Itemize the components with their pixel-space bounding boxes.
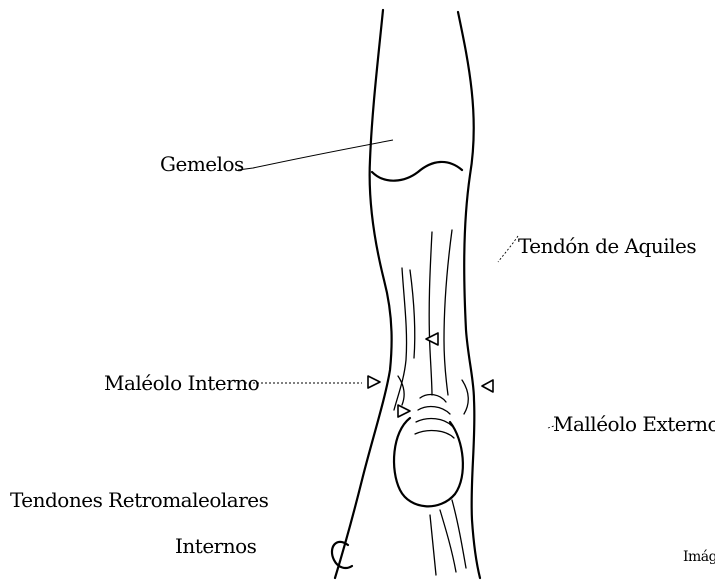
- label-tendones-retromaleolares: Tendones Retromaleolares: [10, 490, 268, 510]
- heel-outline: [394, 418, 463, 506]
- ankle-detail-line: [462, 380, 468, 414]
- calf-muscle-line: [372, 162, 462, 181]
- leg-outline-right: [458, 12, 480, 578]
- sole-line: [430, 515, 436, 575]
- achilles-tendon-line: [429, 232, 432, 395]
- marker-maleolo-externo: [482, 380, 493, 392]
- label-gemelos: Gemelos: [160, 154, 244, 174]
- sole-line: [452, 500, 466, 568]
- label-malleolo-externo: Malléolo Externo: [553, 414, 715, 434]
- ankle-detail-line: [418, 407, 450, 414]
- sole-line: [440, 510, 456, 572]
- achilles-tendon-line: [444, 230, 452, 395]
- marker-tendon: [426, 333, 438, 345]
- ankle-detail-line: [398, 376, 404, 405]
- ankle-detail-line: [416, 419, 452, 426]
- leg-outline-left: [335, 10, 392, 578]
- ankle-detail-line: [415, 431, 454, 438]
- caption-imagen: Imág: [683, 550, 715, 564]
- achilles-tendon-line: [410, 270, 415, 358]
- label-tendones-internos: Internos: [175, 536, 256, 556]
- label-maleolo-interno: Maléolo Interno: [104, 373, 259, 393]
- marker-retromaleolar: [398, 405, 410, 417]
- tendon-aquiles-leader: [498, 236, 518, 262]
- ankle-detail-line: [420, 395, 446, 402]
- achilles-tendon-line: [394, 268, 407, 410]
- marker-maleolo-interno: [368, 376, 380, 388]
- label-tendon-aquiles: Tendón de Aquiles: [518, 236, 696, 256]
